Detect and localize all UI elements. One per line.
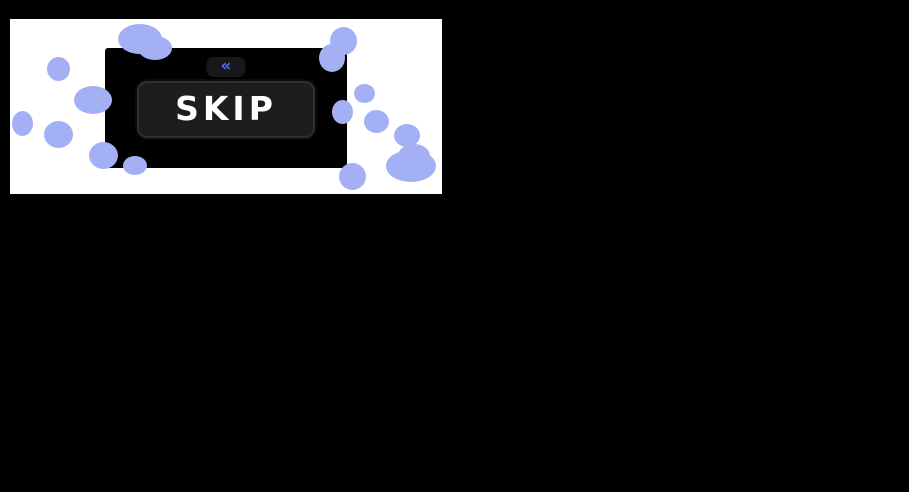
paint-blob (354, 84, 375, 103)
paint-blob (394, 124, 420, 147)
skip-button[interactable]: SKIP (137, 81, 315, 138)
drawing-canvas[interactable]: « SKIP (10, 19, 442, 194)
paint-blob (364, 110, 389, 133)
skip-button-label: SKIP (175, 89, 277, 128)
paint-blob (44, 121, 73, 148)
paint-blob (12, 111, 33, 136)
double-chevron-left-icon: « (220, 56, 232, 76)
collapse-button[interactable]: « (206, 56, 246, 77)
paint-blob (386, 150, 436, 182)
paint-blob (47, 57, 70, 81)
skip-overlay: « SKIP (105, 48, 347, 168)
paint-blob (398, 144, 430, 168)
